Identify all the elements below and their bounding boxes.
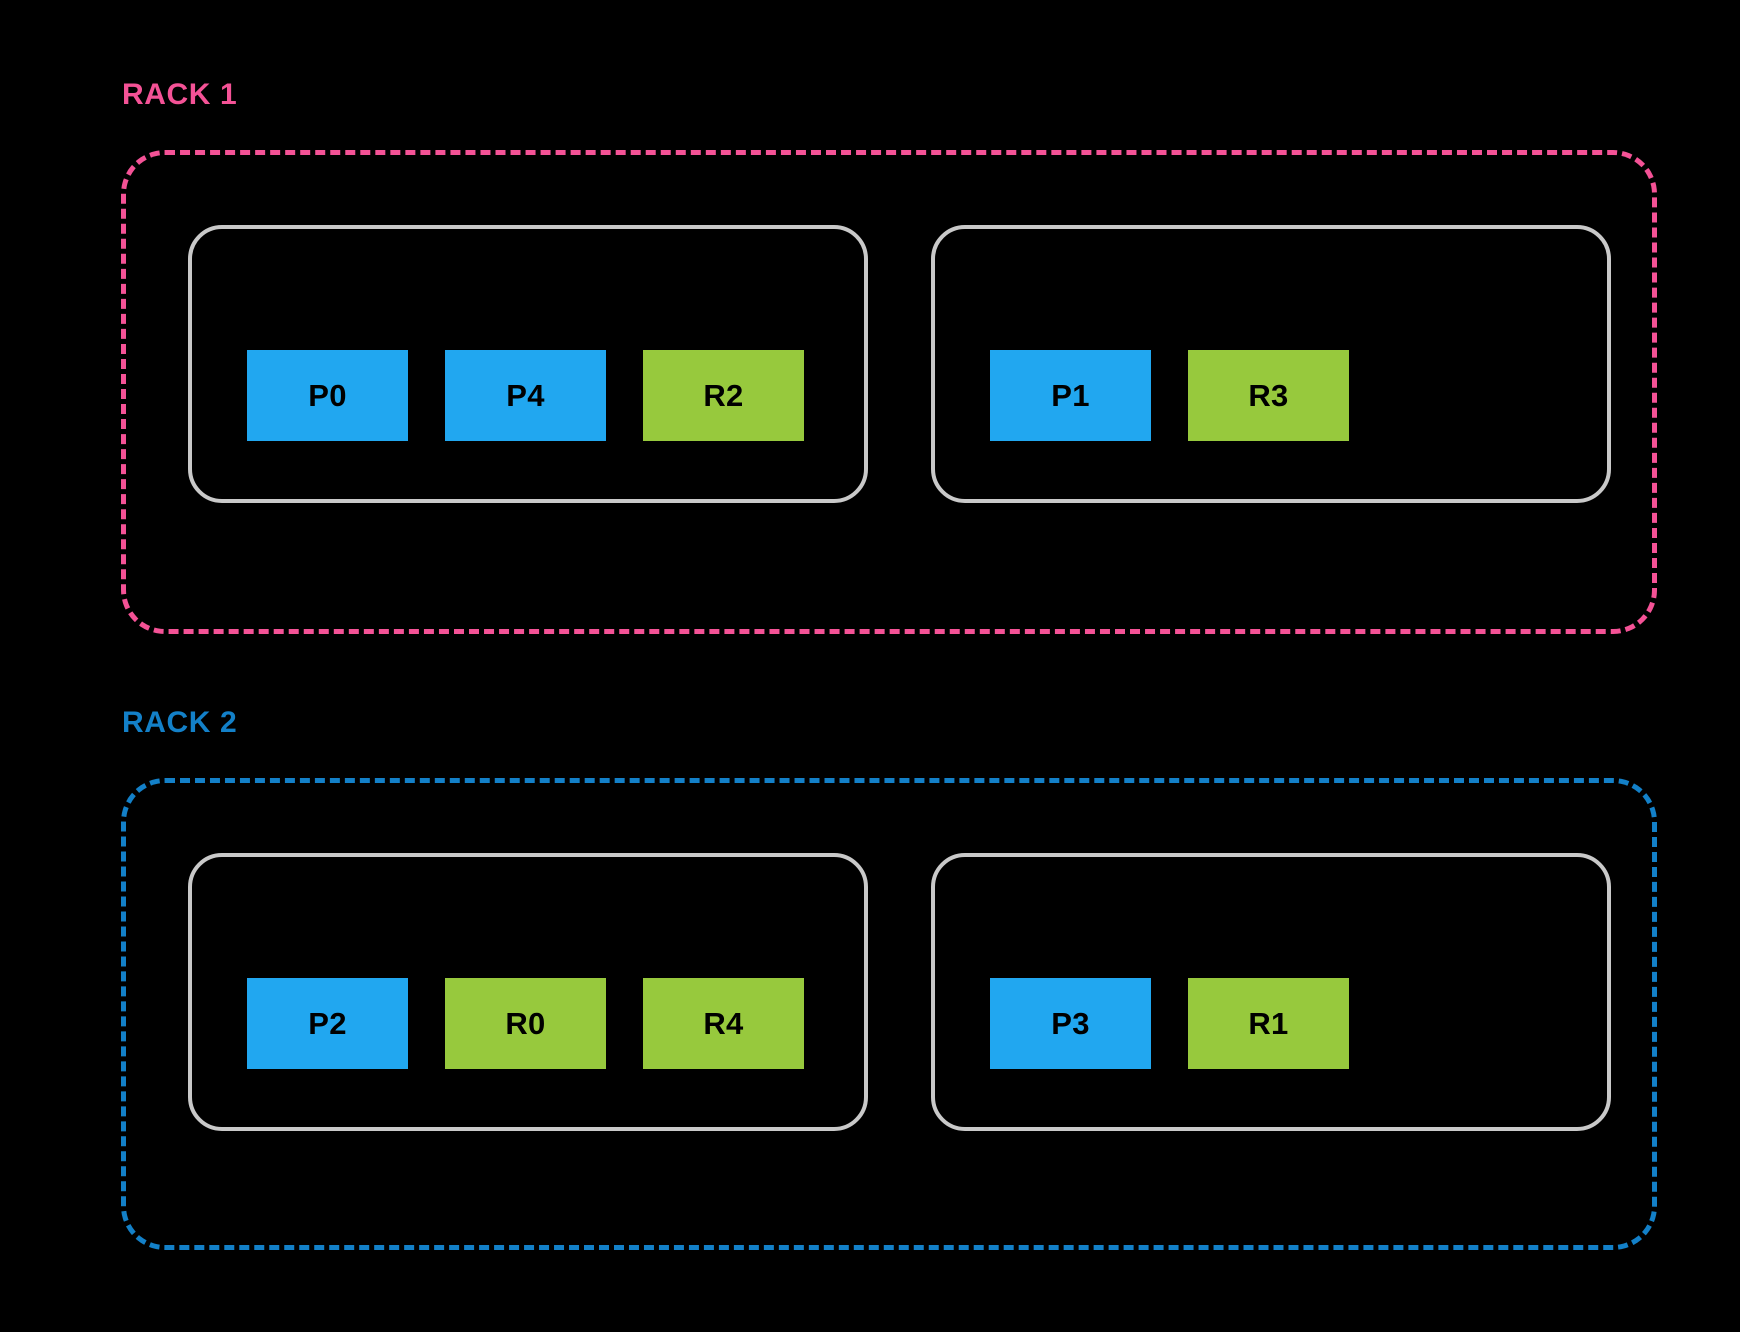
chip-p3[interactable]: P3 [990,978,1151,1069]
chip-r4[interactable]: R4 [643,978,804,1069]
rack-1-node-2: P1 R3 [931,225,1611,503]
rack-2-node-2: P3 R1 [931,853,1611,1131]
rack-1-node-row: P0 P4 R2 P1 R3 [126,155,1652,629]
rack-1-node-1: P0 P4 R2 [188,225,868,503]
rack-group-2: RACK 2 P2 R0 R4 P3 R1 [0,628,1740,1268]
rack-1-node-1-items: P0 P4 R2 [192,350,864,441]
chip-p4[interactable]: P4 [445,350,606,441]
rack-2-node-2-items: P3 R1 [935,978,1607,1069]
rack-2-node-1: P2 R0 R4 [188,853,868,1131]
chip-r1[interactable]: R1 [1188,978,1349,1069]
chip-r0[interactable]: R0 [445,978,606,1069]
rack-label-1: RACK 1 [122,78,238,111]
rack-2-node-row: P2 R0 R4 P3 R1 [126,783,1652,1245]
rack-group-1: RACK 1 P0 P4 R2 P1 R3 [0,0,1740,640]
rack-label-2: RACK 2 [122,706,238,739]
chip-p0[interactable]: P0 [247,350,408,441]
rack-1-node-2-items: P1 R3 [935,350,1607,441]
chip-r2[interactable]: R2 [643,350,804,441]
rack-boundary-1: P0 P4 R2 P1 R3 [121,150,1657,634]
chip-p2[interactable]: P2 [247,978,408,1069]
rack-2-node-1-items: P2 R0 R4 [192,978,864,1069]
chip-r3[interactable]: R3 [1188,350,1349,441]
rack-boundary-2: P2 R0 R4 P3 R1 [121,778,1657,1250]
chip-p1[interactable]: P1 [990,350,1151,441]
